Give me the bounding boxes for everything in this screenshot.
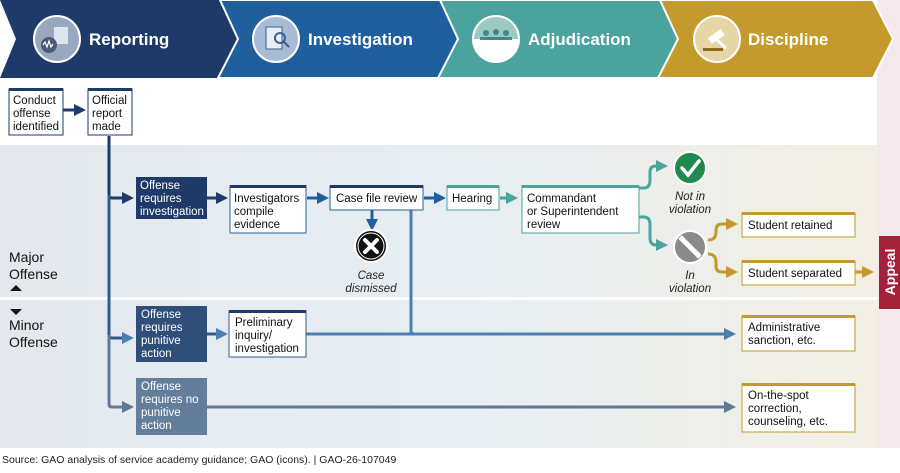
svg-text:sanction, etc.: sanction, etc.	[748, 335, 816, 347]
connector-to-separated	[707, 252, 738, 278]
svg-text:requires: requires	[141, 322, 183, 334]
svg-text:On-the-spot: On-the-spot	[748, 390, 810, 402]
not-in-violation-label: Not in	[675, 191, 705, 203]
case-dismissed-label: Case	[358, 270, 385, 282]
svg-text:Student retained: Student retained	[748, 220, 832, 232]
svg-text:counseling, etc.: counseling, etc.	[748, 416, 828, 428]
box-requires-investigation: Offense requires investigation	[136, 177, 207, 219]
stage-label-adjudication: Adjudication	[528, 30, 631, 49]
svg-text:Conduct: Conduct	[13, 95, 57, 107]
connector-to-in-violation	[639, 215, 668, 251]
svg-text:Administrative: Administrative	[748, 322, 820, 334]
svg-text:Offense: Offense	[141, 309, 181, 321]
box-student-retained: Student retained	[741, 212, 856, 238]
connector-to-not-in-violation	[639, 160, 668, 190]
appeal-tab	[879, 236, 900, 309]
lane-label-minor-2: Offense	[9, 334, 58, 350]
triangle-up-icon	[10, 285, 22, 291]
stage-banner: Reporting Investigation Adjudication Dis…	[0, 0, 895, 79]
svg-text:made: made	[92, 121, 121, 133]
svg-text:Official: Official	[92, 95, 127, 107]
svg-text:Commandant: Commandant	[527, 193, 597, 205]
stage-label-discipline: Discipline	[748, 30, 828, 49]
case-dismissed-icon	[354, 229, 388, 263]
box-student-separated: Student separated	[741, 260, 856, 286]
svg-text:investigation: investigation	[140, 206, 204, 218]
in-violation-label: In	[685, 270, 695, 282]
clipboard-search-icon	[252, 15, 300, 63]
case-dismissed-label-2: dismissed	[345, 283, 397, 295]
box-investigators-compile: Investigators compile evidence	[229, 185, 307, 234]
box-requires-no-punitive: Offense requires no punitive action	[136, 378, 207, 435]
audio-report-icon	[33, 15, 81, 63]
svg-text:Hearing: Hearing	[452, 193, 492, 205]
box-conduct-offense: Conduct offense identified	[8, 88, 64, 136]
svg-text:requires: requires	[140, 193, 182, 205]
svg-text:review: review	[527, 219, 561, 231]
source-note: Source: GAO analysis of service academy …	[2, 454, 396, 466]
box-administrative-sanction: Administrative sanction, etc.	[741, 315, 856, 352]
box-commandant-review: Commandant or Superintendent review	[521, 185, 640, 234]
svg-text:Preliminary: Preliminary	[235, 317, 293, 329]
svg-text:punitive: punitive	[141, 335, 181, 347]
appeal-column	[877, 0, 900, 448]
gavel-icon	[693, 15, 741, 63]
appeal-label: Appeal	[882, 249, 898, 296]
svg-text:Offense: Offense	[140, 180, 180, 192]
svg-text:requires no: requires no	[141, 394, 199, 406]
svg-text:Offense: Offense	[141, 381, 181, 393]
connector-report-to-no-punitive	[107, 335, 134, 413]
svg-text:inquiry/: inquiry/	[235, 330, 273, 342]
prohibited-icon	[673, 230, 707, 264]
triangle-down-icon	[10, 309, 22, 315]
stage-label-investigation: Investigation	[308, 30, 413, 49]
svg-text:compile: compile	[234, 206, 274, 218]
svg-text:action: action	[141, 420, 172, 432]
box-on-the-spot: On-the-spot correction, counseling, etc.	[741, 383, 856, 433]
connector-to-retained	[707, 218, 738, 242]
svg-text:report: report	[92, 108, 123, 120]
svg-text:Investigators: Investigators	[234, 193, 299, 205]
lane-label-major-2: Offense	[9, 266, 58, 282]
svg-text:punitive: punitive	[141, 407, 181, 419]
box-preliminary-inquiry: Preliminary inquiry/ investigation	[228, 310, 307, 358]
box-hearing: Hearing	[446, 185, 500, 211]
svg-text:or Superintendent: or Superintendent	[527, 206, 619, 218]
box-requires-punitive: Offense requires punitive action	[136, 306, 207, 362]
svg-text:Student separated: Student separated	[748, 268, 842, 280]
lane-label-major: Major	[9, 249, 44, 265]
svg-text:evidence: evidence	[234, 219, 280, 231]
svg-text:identified: identified	[13, 121, 59, 133]
box-official-report: Official report made	[87, 88, 133, 136]
in-violation-label-2: violation	[669, 283, 711, 295]
svg-text:action: action	[141, 348, 172, 360]
svg-text:offense: offense	[13, 108, 51, 120]
svg-text:correction,: correction,	[748, 403, 802, 415]
svg-text:investigation: investigation	[235, 343, 299, 355]
svg-text:Case file review: Case file review	[336, 193, 418, 205]
stage-label-reporting: Reporting	[89, 30, 169, 49]
box-case-file-review: Case file review	[329, 185, 424, 211]
not-in-violation-label-2: violation	[669, 204, 711, 216]
panel-people-icon	[472, 15, 520, 63]
check-icon	[673, 151, 707, 185]
lane-label-minor: Minor	[9, 317, 44, 333]
